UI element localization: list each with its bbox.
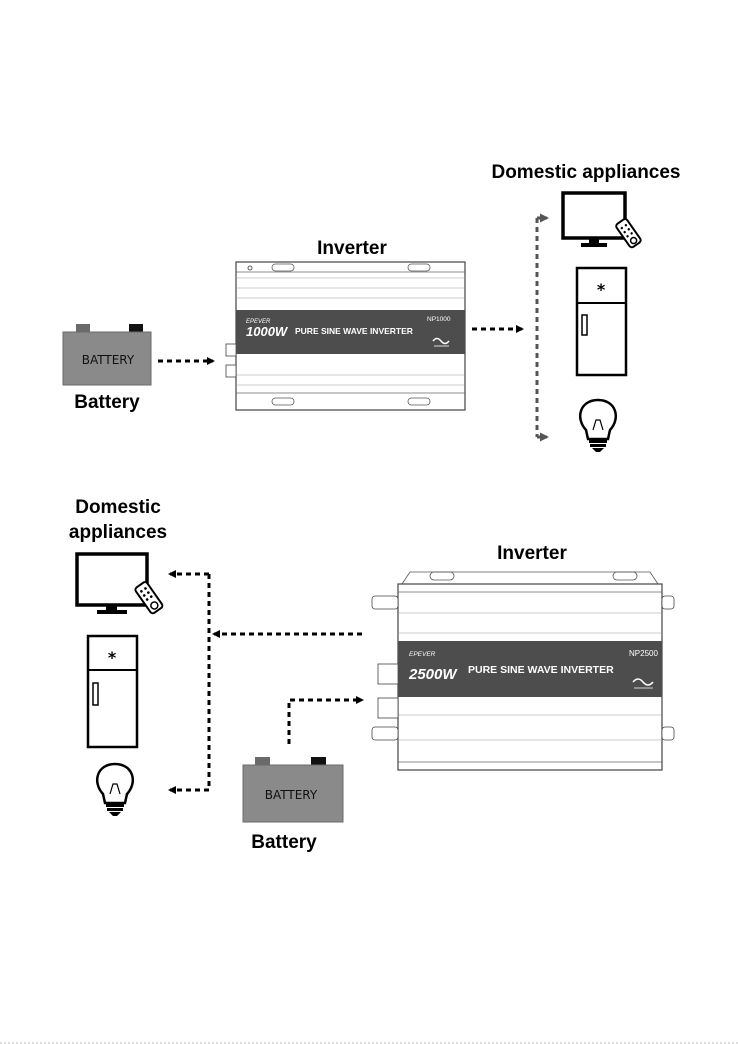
tv-icon: [77, 554, 147, 614]
fridge-icon: *: [577, 268, 626, 375]
bottom-battery-label: Battery: [251, 832, 317, 853]
bulb-icon: [97, 764, 133, 816]
top-appliances-label: Domestic appliances: [491, 162, 680, 183]
battery-icon: BATTERY: [63, 324, 151, 385]
battery-icon: BATTERY: [243, 757, 343, 822]
bottom-appliances-label-line1: Domestic: [75, 497, 161, 518]
bottom-diagram: Domestic appliances Inverter Battery *: [69, 497, 674, 853]
top-battery-text: BATTERY: [82, 353, 135, 367]
bottom-battery-text: BATTERY: [265, 788, 318, 802]
bottom-inverter-model: NP2500: [629, 649, 658, 658]
bottom-appliances-label-line2: appliances: [69, 522, 167, 543]
bulb-icon: [580, 400, 616, 452]
svg-text:*: *: [108, 648, 117, 667]
top-inverter-power: 1000W: [246, 324, 289, 339]
fridge-icon: *: [88, 636, 137, 747]
top-inverter-model: NP1000: [427, 316, 451, 323]
tv-icon: [563, 193, 625, 247]
bottom-inverter-label: Inverter: [497, 543, 567, 564]
inverter-icon: EPEVER 2500W PURE SINE WAVE INVERTER NP2…: [372, 572, 674, 770]
top-inverter-label: Inverter: [317, 238, 387, 259]
top-battery-label: Battery: [74, 392, 140, 413]
bottom-battery-arrow: [289, 700, 362, 744]
inverter-icon: EPEVER 1000W PURE SINE WAVE INVERTER NP1…: [226, 262, 465, 410]
bottom-inverter-band-text: PURE SINE WAVE INVERTER: [468, 664, 614, 676]
svg-text:*: *: [597, 280, 606, 299]
top-diagram: Domestic appliances Inverter Battery BAT…: [63, 162, 681, 452]
bottom-brand: EPEVER: [409, 651, 436, 658]
bottom-inverter-power: 2500W: [408, 666, 458, 683]
top-inverter-band-text: PURE SINE WAVE INVERTER: [295, 326, 413, 336]
